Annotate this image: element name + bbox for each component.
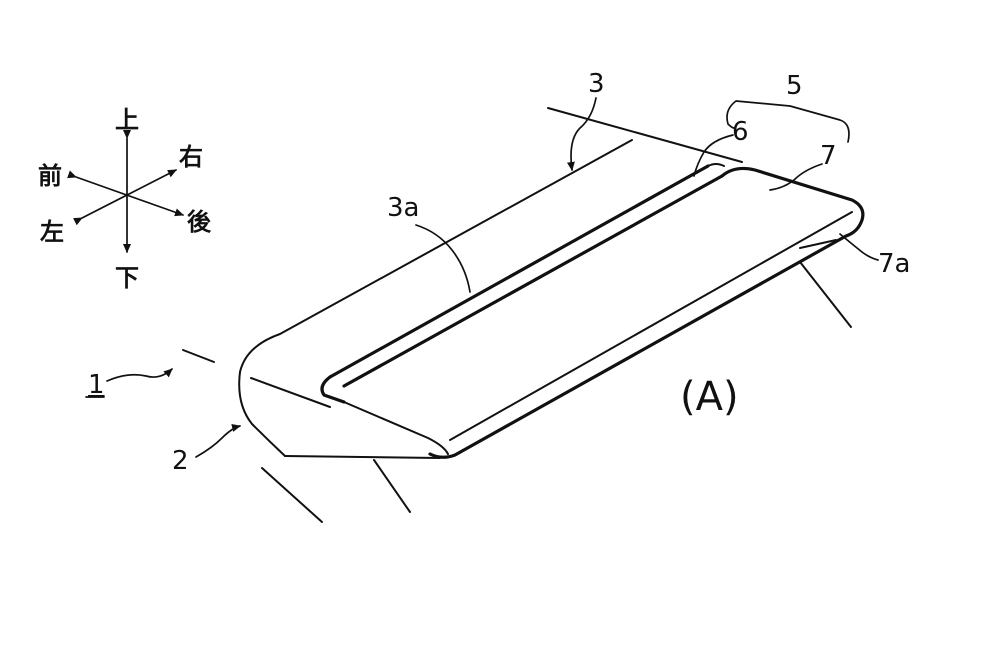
ref-label-1: 1: [88, 370, 105, 400]
compass-rear-label: 後: [187, 208, 212, 236]
reference-line-1: [182, 349, 215, 363]
leader-ref-6: [693, 134, 734, 177]
panel-rear-edge: [720, 166, 865, 238]
support-line-mid: [373, 459, 411, 513]
component-body: [182, 107, 865, 523]
ref-label-5: 5: [786, 71, 803, 101]
groove-front-end: [320, 375, 346, 404]
leader-ref-2: [195, 424, 241, 458]
leader-ref-7: [769, 163, 823, 191]
panel-lip-line: [799, 239, 837, 249]
support-line-left: [261, 467, 323, 523]
ref-label-2: 2: [172, 446, 189, 476]
compass-up-label: 上: [115, 106, 139, 134]
leader-ref-7a: [839, 233, 879, 261]
front-ridge-line: [250, 377, 331, 408]
compass-front-label: 前: [38, 162, 62, 190]
ref-label-6: 6: [732, 117, 749, 147]
ref-label-7a: 7a: [878, 249, 910, 279]
direction-compass: 上 下 前 後 左 右: [38, 106, 212, 292]
front-rounded-edge: [238, 371, 286, 457]
front-rear-axis-arrow: [67, 170, 184, 217]
compass-left-label: 左: [40, 218, 64, 246]
reference-numerals: 1 2 3 3a 5 6 7 7a: [85, 69, 910, 476]
rear-extension-line: [547, 107, 743, 163]
ref-label-3a: 3a: [387, 193, 419, 223]
panel-inner-edge: [449, 211, 853, 441]
groove-rear-end: [707, 163, 725, 167]
left-right-axis-arrow: [73, 169, 177, 226]
compass-right-label: 右: [179, 143, 203, 171]
outer-top-edge: [239, 139, 633, 373]
support-line-rear: [799, 261, 852, 328]
leader-ref-3: [566, 97, 597, 171]
ref-label-7: 7: [820, 141, 837, 171]
underside-edge: [284, 455, 441, 459]
compass-down-label: 下: [115, 264, 139, 292]
figure-label: (A): [680, 374, 739, 420]
ref-label-3: 3: [588, 69, 605, 99]
panel-side-edge: [428, 234, 848, 459]
leader-lines: [106, 97, 879, 458]
panel-front-edge: [343, 401, 449, 455]
groove-lower-edge: [342, 174, 724, 388]
leader-ref-1: [106, 368, 173, 382]
groove-upper-edge: [328, 164, 710, 379]
brace-ref-5: [726, 100, 850, 143]
leader-ref-3a: [415, 224, 471, 293]
